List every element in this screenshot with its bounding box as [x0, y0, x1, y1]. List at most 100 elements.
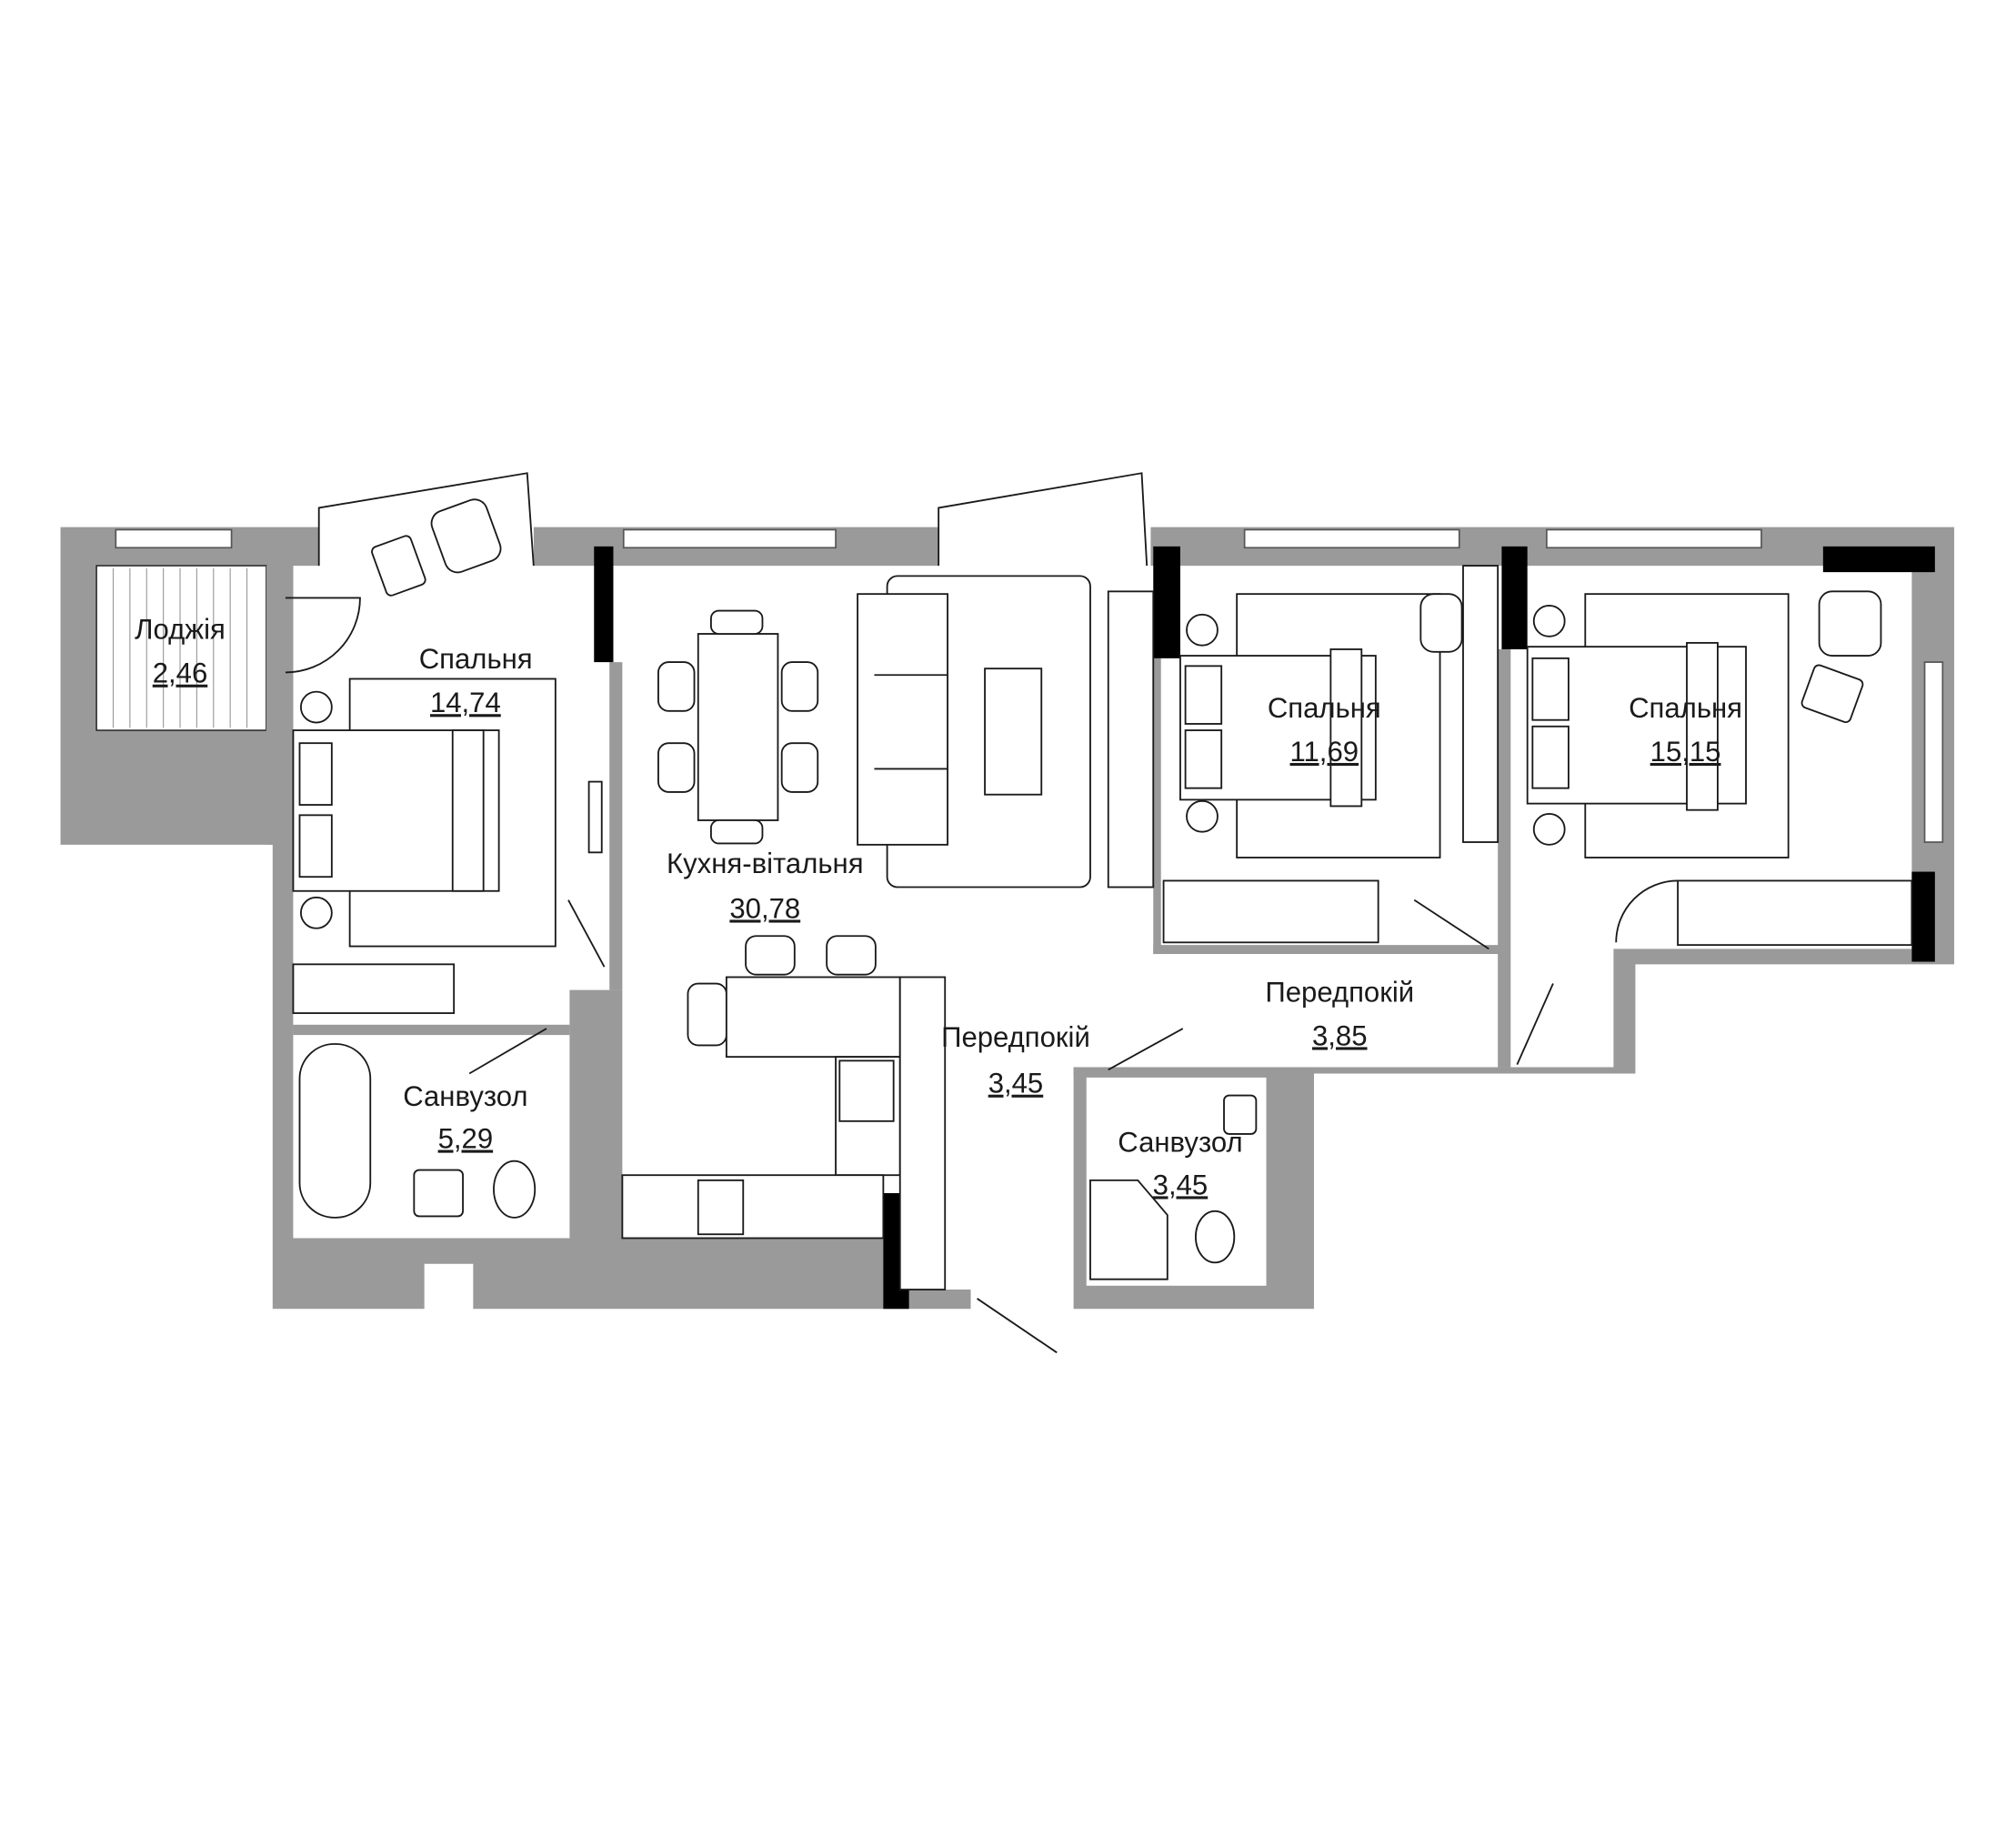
toilet: [493, 1159, 537, 1219]
wall: [266, 566, 294, 845]
nightstand: [299, 690, 333, 724]
nightstand: [1532, 604, 1566, 637]
armchair: [1419, 593, 1463, 653]
room-name: Лоджія: [135, 614, 226, 646]
wall: [1073, 1067, 1314, 1078]
window: [1243, 528, 1460, 549]
room-area: 14,74: [430, 687, 501, 718]
pillow: [298, 742, 333, 806]
room-label-bathroom-1: Санвузол 5,29: [403, 1080, 527, 1155]
door-swing: [285, 597, 361, 674]
pillow: [1184, 729, 1223, 789]
room-label-bedroom-1: Спальня 14,74: [419, 643, 533, 718]
bathtub: [298, 1043, 372, 1219]
nightstand: [1186, 613, 1219, 647]
toilet: [1194, 1210, 1236, 1264]
column: [1153, 546, 1180, 658]
bay-window-left: [317, 472, 535, 567]
nightstand: [299, 896, 333, 929]
door: [1516, 983, 1554, 1065]
room-label-hallway-2: Передпокій 3,85: [1265, 976, 1414, 1051]
room-area: 30,78: [729, 892, 800, 924]
bay-area-center: [938, 514, 1151, 573]
wardrobe: [1162, 879, 1379, 944]
bay-area-left: [318, 514, 534, 573]
room-name: Кухня-вітальня: [667, 848, 864, 879]
door-swing: [1615, 879, 1679, 943]
wall: [1498, 648, 1511, 1068]
entrance-door: [977, 1298, 1058, 1354]
cooktop: [838, 1059, 895, 1122]
loggia-decking: [112, 567, 248, 728]
column: [594, 546, 614, 663]
sink: [1223, 1094, 1258, 1135]
room-name: Спальня: [1268, 692, 1381, 724]
room-name: Санвузол: [1118, 1127, 1242, 1159]
dining-table: [697, 633, 779, 821]
pillow: [1531, 725, 1570, 789]
nightstand: [1186, 799, 1219, 833]
wall: [1153, 658, 1161, 955]
tv-stand: [1462, 565, 1499, 843]
room-name: Спальня: [1629, 692, 1742, 724]
kitchen-counter: [621, 1174, 885, 1240]
column: [1911, 871, 1935, 962]
room-area: 5,29: [438, 1123, 494, 1155]
loggia-floor: [95, 565, 267, 731]
blanket: [1686, 641, 1719, 811]
armchair: [1818, 590, 1882, 657]
window: [622, 528, 837, 549]
column: [1501, 546, 1528, 649]
room-area: 3,45: [988, 1068, 1044, 1099]
tv: [587, 780, 603, 854]
door: [567, 899, 606, 968]
room-label-bedroom-3: Спальня 15,15: [1629, 692, 1742, 768]
tv-stand: [1107, 590, 1155, 888]
room-name: Передпокій: [1265, 976, 1414, 1008]
room-area: 15,15: [1650, 736, 1721, 768]
door: [468, 1028, 547, 1075]
room-label-hallway-1: Передпокій 3,45: [941, 1021, 1090, 1099]
blanket: [451, 729, 485, 892]
kitchen-sink: [697, 1179, 745, 1236]
room-label-bathroom-2: Санвузол 3,45: [1118, 1127, 1242, 1201]
blanket: [1329, 648, 1363, 808]
room-area: 11,69: [1290, 736, 1359, 768]
wall: [293, 1024, 570, 1036]
room-name: Спальня: [419, 643, 533, 675]
dining-chairs: [657, 609, 877, 1047]
wall: [1153, 945, 1503, 955]
room-label-bedroom-2: Спальня 11,69: [1268, 692, 1381, 768]
wall: [1266, 1077, 1314, 1290]
wardrobe-hall: [898, 976, 947, 1290]
window: [1546, 528, 1762, 549]
room-name: Санвузол: [403, 1080, 527, 1112]
coffee-table: [984, 668, 1043, 796]
pillow: [1184, 665, 1223, 725]
wardrobe: [292, 963, 456, 1014]
room-label-loggia: Лоджія 2,46: [135, 614, 226, 689]
pillow: [298, 814, 333, 878]
armchair: [430, 498, 502, 574]
door: [1108, 1028, 1184, 1071]
column: [1822, 546, 1935, 573]
window: [1923, 661, 1944, 843]
bay-window-center: [938, 472, 1148, 567]
shower: [1089, 1179, 1168, 1280]
side-table: [371, 535, 426, 597]
room-label-kitchen-living: Кухня-вітальня 30,78: [667, 848, 864, 924]
room-area: 3,45: [1153, 1169, 1209, 1200]
room-area: 2,46: [153, 658, 208, 689]
pillow: [1531, 657, 1570, 721]
room-name: Передпокій: [941, 1021, 1090, 1053]
room-area: 3,85: [1312, 1019, 1368, 1051]
nightstand: [1532, 813, 1566, 846]
side-table: [1800, 664, 1864, 724]
wall: [609, 662, 623, 990]
door: [1413, 898, 1489, 950]
window: [115, 528, 233, 549]
kitchen-island: [725, 976, 901, 1059]
sink: [413, 1169, 464, 1218]
sofa: [857, 593, 948, 846]
